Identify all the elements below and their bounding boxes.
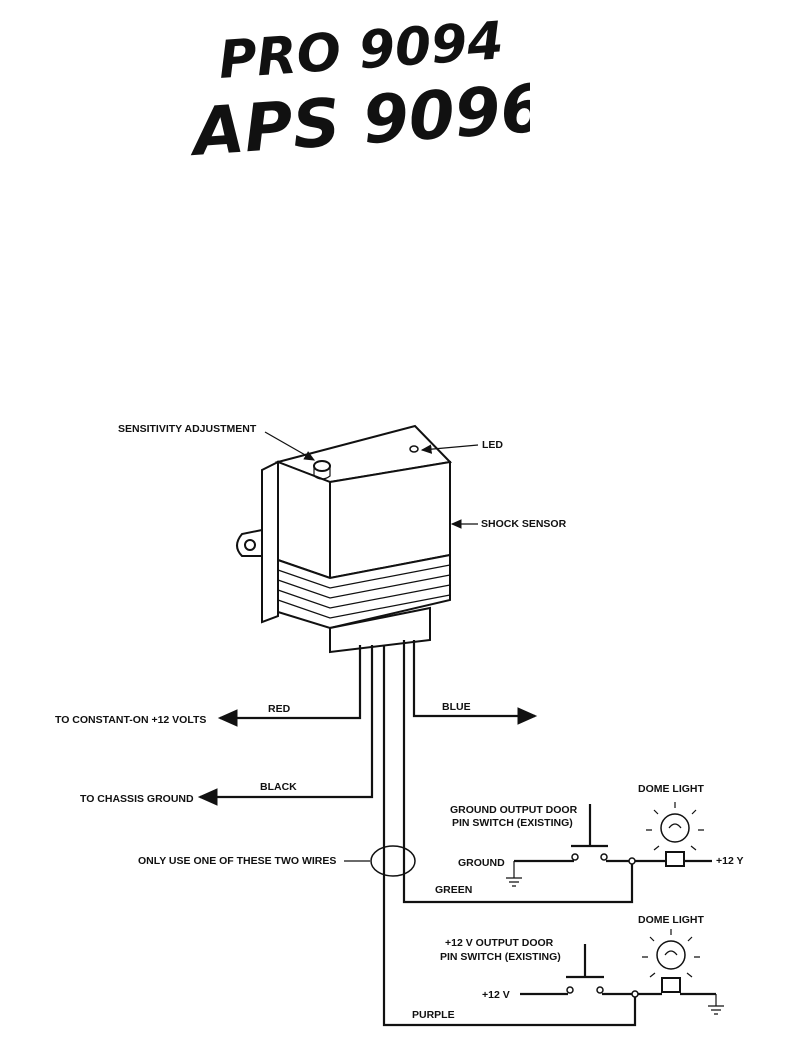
sensitivity-knob — [313, 460, 331, 472]
purple-wire — [382, 645, 637, 1027]
blue-wire — [412, 640, 538, 725]
dome-light-bulb-2 — [656, 940, 686, 970]
dome-light-label-1: DOME LIGHT — [638, 783, 704, 795]
handwritten-model-numbers: PRO 9094 APS 9096 — [190, 20, 530, 170]
shock-sensor-label: SHOCK SENSOR — [481, 518, 567, 530]
black-wire-label: BLACK — [260, 781, 297, 793]
green-wire — [402, 640, 634, 904]
blue-wire-label: BLUE — [442, 701, 471, 713]
wires — [197, 640, 637, 1027]
dome-light-label-2: DOME LIGHT — [638, 914, 704, 926]
plus12-door-circuit — [520, 929, 724, 1015]
ground-label: GROUND — [458, 857, 505, 869]
red-wire — [217, 645, 362, 727]
black-wire — [197, 645, 374, 806]
chassis-ground-label: TO CHASSIS GROUND — [80, 793, 194, 805]
led-indicator — [409, 445, 419, 453]
only-use-one-label: ONLY USE ONE OF THESE TWO WIRES — [138, 855, 336, 867]
ground-door-circuit — [506, 802, 712, 887]
dome-light-bulb-1 — [660, 813, 690, 843]
sensitivity-adjustment-label: SENSITIVITY ADJUSTMENT — [118, 423, 257, 435]
plus12-left-label: +12 V — [482, 989, 510, 1001]
plus12-output-label-2: PIN SWITCH (EXISTING) — [440, 951, 561, 963]
led-label: LED — [482, 439, 503, 451]
plus12-right-label: +12 Y — [716, 855, 744, 867]
shock-sensor-module — [236, 424, 453, 654]
ground-output-label-2: PIN SWITCH (EXISTING) — [452, 817, 573, 829]
constant-on-label: TO CONSTANT-ON +12 VOLTS — [55, 714, 206, 726]
ground-output-label-1: GROUND OUTPUT DOOR — [450, 804, 578, 816]
green-wire-label: GREEN — [435, 884, 472, 896]
plus12-output-label-1: +12 V OUTPUT DOOR — [445, 937, 554, 949]
red-wire-label: RED — [268, 703, 291, 715]
mounting-hole — [244, 539, 256, 551]
wire-choice-ellipse — [370, 845, 416, 877]
purple-wire-label: PURPLE — [412, 1009, 455, 1021]
